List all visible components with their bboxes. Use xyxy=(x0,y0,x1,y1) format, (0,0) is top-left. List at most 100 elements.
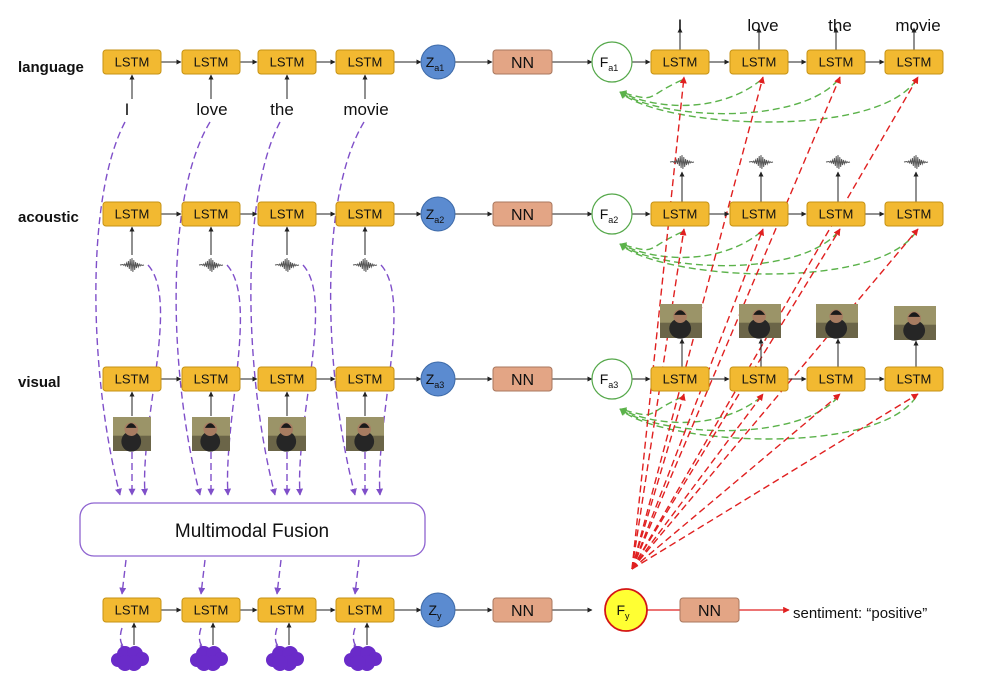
audio-waveform-icon xyxy=(825,154,851,170)
fusion-input-arrows xyxy=(95,121,395,652)
cloud-icon xyxy=(344,646,382,671)
nn-block: NN xyxy=(492,597,553,623)
lstm-box xyxy=(884,201,944,227)
latent-node-circle xyxy=(420,361,456,397)
encoder-word: movie xyxy=(343,100,388,119)
lstm-box xyxy=(729,201,789,227)
encoder-lstm: LSTM xyxy=(181,201,241,227)
fy-to-decoder-arrow xyxy=(631,228,919,570)
lstm-label: LSTM xyxy=(348,207,383,222)
video-frame-icon xyxy=(660,304,702,339)
lstm-label: LSTM xyxy=(270,603,305,618)
latent-node: Za3 xyxy=(420,361,456,397)
decoder-to-factor-arrow xyxy=(619,396,683,416)
lstm-label: LSTM xyxy=(115,207,150,222)
audio-waveform-icon xyxy=(903,154,929,170)
fy-to-decoder-arrow xyxy=(631,228,841,570)
encoder-lstm: LSTM xyxy=(181,49,241,75)
lstm-box xyxy=(257,49,317,75)
language-to-fusion-arrow xyxy=(175,121,211,496)
latent-node: Za1 xyxy=(420,44,456,80)
fy-to-decoder-arrow xyxy=(631,393,919,570)
decoder-word: movie xyxy=(895,16,940,35)
encoder-word: I xyxy=(125,100,130,119)
lstm-label: LSTM xyxy=(897,207,932,222)
acoustic-to-fusion-arrow xyxy=(296,264,317,496)
lstm-label: LSTM xyxy=(819,207,854,222)
lstm-label: LSTM xyxy=(115,372,150,387)
lstm-box xyxy=(335,597,395,623)
lstm-box xyxy=(650,366,710,392)
lstm-label: LSTM xyxy=(663,207,698,222)
lstm-box xyxy=(806,201,866,227)
decoder-lstm: LSTM xyxy=(729,201,789,227)
encoder-lstm: LSTM xyxy=(257,597,317,623)
video-frame-icon xyxy=(192,417,230,452)
nn-box xyxy=(492,49,553,75)
nn-label: NN xyxy=(511,55,534,72)
fy-to-decoder-arrow xyxy=(631,393,686,570)
lstm-box xyxy=(181,597,241,623)
video-frame-icon xyxy=(113,417,151,452)
language-to-fusion-arrow xyxy=(250,121,281,496)
encoder-lstm: LSTM xyxy=(102,49,162,75)
fusion-to-lstm-arrow xyxy=(274,559,282,595)
video-frame-icon xyxy=(739,304,781,339)
language-label: language xyxy=(18,59,84,76)
decoder-feedback-arrows xyxy=(619,79,917,440)
latent-node-circle xyxy=(420,196,456,232)
nn-box xyxy=(492,597,553,623)
multimodal-fusion-box xyxy=(79,502,426,557)
lstm-box xyxy=(806,49,866,75)
lstm-label: LSTM xyxy=(194,207,229,222)
nn-box xyxy=(492,366,553,392)
lstm-label: LSTM xyxy=(115,603,150,618)
acoustic-to-fusion-arrow xyxy=(224,264,242,496)
fy-to-decoder-arrows xyxy=(631,76,919,570)
latent-node: Za2 xyxy=(420,196,456,232)
output-nn-block: NN xyxy=(679,597,740,623)
latent-node-circle xyxy=(420,44,456,80)
fy-to-decoder-arrow xyxy=(631,228,765,570)
cloud-arrow xyxy=(352,627,361,652)
lstm-box xyxy=(181,49,241,75)
video-frame-icon xyxy=(268,417,306,452)
lstm-box xyxy=(335,366,395,392)
lstm-box xyxy=(181,366,241,392)
lstm-label: LSTM xyxy=(897,372,932,387)
fy-to-decoder-arrow xyxy=(631,393,841,570)
lstm-label: LSTM xyxy=(348,55,383,70)
lstm-box xyxy=(257,597,317,623)
encoder-lstm: LSTM xyxy=(335,366,395,392)
language-to-fusion-arrow xyxy=(95,121,126,496)
fusion-to-lstm-arrow xyxy=(352,559,360,595)
encoder-lstm: LSTM xyxy=(335,597,395,623)
decoder-lstm: LSTM xyxy=(650,366,710,392)
decoder-to-factor-arrow xyxy=(619,79,762,107)
fusion-to-lstm-arrow xyxy=(119,559,127,595)
lstm-box xyxy=(102,366,162,392)
factor-node: Fa1 xyxy=(591,41,633,83)
fy-to-decoder-arrow xyxy=(631,76,919,570)
factor-node: Fa3 xyxy=(591,358,633,400)
decoder-lstm: LSTM xyxy=(884,366,944,392)
decoder-lstm: LSTM xyxy=(650,201,710,227)
nn-block: NN xyxy=(492,49,553,75)
lstm-label: LSTM xyxy=(270,372,305,387)
audio-waveform-icon xyxy=(198,257,224,273)
lstm-label: LSTM xyxy=(742,372,777,387)
lstm-box xyxy=(650,49,710,75)
lstm-box xyxy=(884,49,944,75)
decoder-lstm: LSTM xyxy=(729,49,789,75)
lstm-box xyxy=(335,201,395,227)
fy-to-decoder-arrow xyxy=(631,76,841,570)
decoder-to-factor-arrow xyxy=(619,231,839,267)
cloud-arrow xyxy=(119,627,128,652)
sentiment-output-label: sentiment: “positive” xyxy=(793,605,927,622)
fusion-to-lstm-arrow xyxy=(198,559,206,595)
encoder-lstm: LSTM xyxy=(257,49,317,75)
lstm-label: LSTM xyxy=(742,207,777,222)
audio-waveform-icon xyxy=(748,154,774,170)
fy-node-circle xyxy=(604,588,648,632)
